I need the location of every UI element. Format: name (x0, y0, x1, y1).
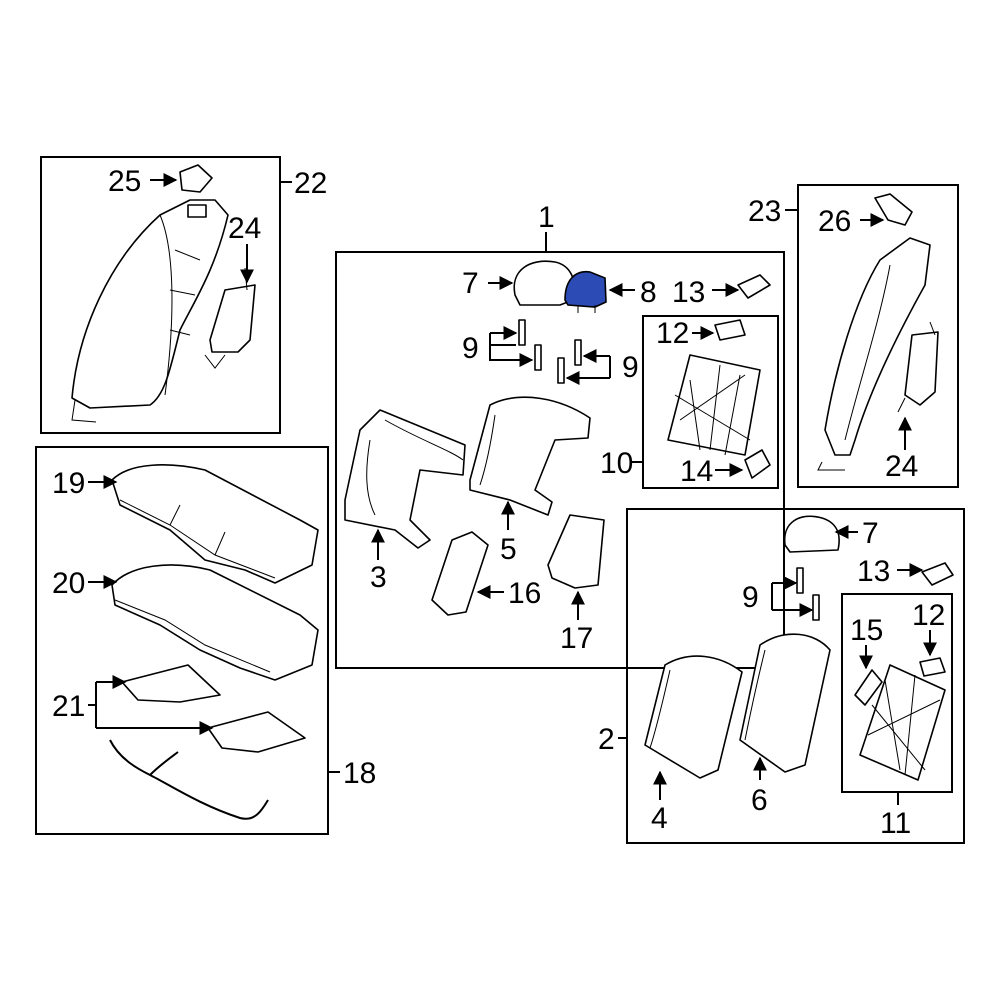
callout-5: 5 (500, 533, 517, 566)
bracket-14-part (744, 449, 771, 479)
mat-21a-part (121, 664, 221, 703)
callout-3: 3 (370, 561, 387, 594)
group-2-frame (626, 508, 965, 844)
frame-11-part (859, 664, 946, 781)
callout-12-right: 12 (912, 599, 945, 632)
callout-labels: 25 22 24 23 26 24 1 7 8 13 9 9 12 10 14 … (52, 165, 945, 840)
mat-21b-part (207, 711, 306, 753)
seatback-4-part (644, 655, 743, 779)
callout-24-right: 24 (885, 450, 918, 483)
callout-24-left: 24 (228, 212, 261, 245)
leader-lines (88, 173, 937, 805)
clip-26-part (874, 193, 913, 226)
callout-16: 16 (508, 577, 541, 610)
clip-25-part (179, 164, 213, 193)
callout-18: 18 (343, 757, 376, 790)
callout-17: 17 (560, 622, 593, 655)
cushion-pad-20-part (111, 564, 319, 681)
cushion-cover-19-part (111, 464, 319, 584)
bolts-9b-part (796, 567, 820, 621)
headrest-8-highlighted-part (564, 271, 607, 308)
group-18-frame (35, 446, 329, 835)
callout-7-top: 7 (462, 267, 479, 300)
headrest-7b-part (783, 515, 840, 553)
callout-10: 10 (600, 447, 633, 480)
bracket-17-part (547, 514, 605, 589)
callout-9-left: 9 (462, 332, 479, 365)
group-2-seatback-assembly (626, 508, 965, 844)
callout-15: 15 (850, 614, 883, 647)
clip-12b-part (919, 657, 946, 677)
callout-13-right: 13 (857, 555, 890, 588)
callout-6: 6 (751, 784, 768, 817)
side-bolster-part (71, 199, 229, 409)
airbag-module-part (209, 284, 256, 353)
callout-1: 1 (538, 201, 555, 234)
group-18-seat-cushion (35, 446, 329, 835)
bracket-15-part (854, 669, 883, 706)
armrest-16-part (431, 531, 489, 616)
callout-7-right: 7 (862, 517, 879, 550)
airbag-module-right-part (904, 331, 939, 406)
callout-9-right: 9 (622, 351, 639, 384)
group-10-frame (642, 315, 779, 489)
callout-26: 26 (818, 205, 851, 238)
wire-harness-part (109, 739, 269, 820)
group-23-side-bolster-right (797, 184, 959, 488)
seatback-cover-6-part (739, 633, 831, 773)
group-1-frame (335, 251, 785, 669)
callout-8: 8 (640, 276, 657, 309)
callout-12-top: 12 (656, 317, 689, 350)
frame-10-part (667, 354, 761, 456)
callout-14: 14 (680, 455, 713, 488)
callout-23: 23 (748, 195, 781, 228)
group-22-side-bolster-left (40, 156, 281, 434)
callout-25: 25 (108, 165, 141, 198)
callout-9-lower: 9 (742, 581, 759, 614)
bolts-9-part (518, 319, 582, 384)
callout-19: 19 (52, 467, 85, 500)
callout-22: 22 (294, 167, 327, 200)
group-23-frame (797, 184, 959, 488)
callout-13-top: 13 (672, 276, 705, 309)
callout-21: 21 (52, 690, 85, 723)
seatback-cover-5-part (469, 396, 591, 516)
clip-13-part (737, 274, 771, 299)
side-bolster-right-part (824, 237, 931, 456)
callout-4: 4 (651, 802, 668, 835)
callout-20: 20 (52, 567, 85, 600)
group-1-seatback-assembly (335, 251, 785, 669)
callout-11: 11 (880, 807, 911, 840)
group-22-frame (40, 156, 281, 434)
clip-12-part (714, 319, 746, 341)
clip-13b-part (921, 562, 954, 586)
callout-2: 2 (598, 723, 615, 756)
